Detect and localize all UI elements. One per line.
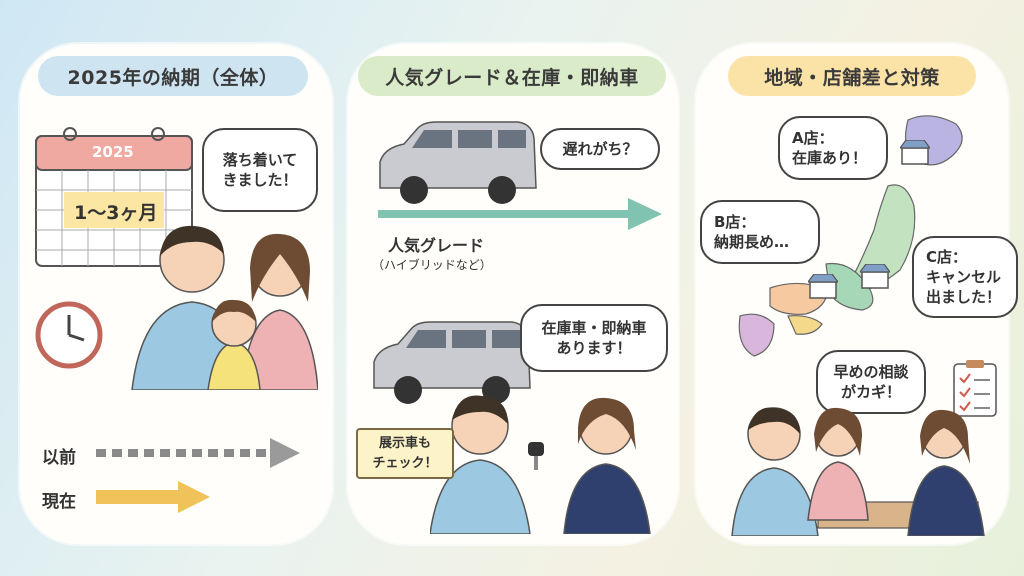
calendar-range: 1〜3ヶ月 <box>74 202 158 224</box>
shop-c-line-2: キャンセル <box>926 267 1002 286</box>
checklist-icon <box>953 360 997 417</box>
advice-line-2: がカギ！ <box>840 383 901 401</box>
shop-icon-3 <box>860 264 890 289</box>
grade-note: （ハイブリッドなど） <box>372 258 492 272</box>
speech-bubble-stock: 在庫車・即納車 あります！ <box>520 304 668 372</box>
shop-a-line-1: A店： <box>792 128 834 147</box>
speech-bubble-shop-a: A店： 在庫あり！ <box>778 116 888 180</box>
arrow-grade <box>378 198 662 230</box>
sign-line-2: チェック！ <box>372 455 438 471</box>
shop-b-line-1: B店： <box>714 212 756 231</box>
calendar-icon <box>35 127 193 267</box>
arrow-now <box>96 481 210 513</box>
speech-bubble-advice: 早めの相談 がカギ！ <box>816 350 926 414</box>
speech-bubble-shop-c: C店： キャンセル 出ました！ <box>912 236 1018 318</box>
bubble-line-2: きました！ <box>222 171 298 189</box>
map-of-japan-icon <box>738 115 963 357</box>
minivan-icon-2 <box>373 321 531 404</box>
label-before: 以前 <box>42 448 76 468</box>
consultation-illustration <box>731 407 985 536</box>
calendar-year: 2025 <box>92 143 134 161</box>
sign-line-1: 展示車も <box>378 436 431 451</box>
shop-c-line-1: C店： <box>926 247 968 266</box>
bubble-line-1: 落ち着いて <box>222 150 298 169</box>
advice-line-1: 早めの相談 <box>833 362 909 381</box>
shop-c-line-3: 出ました！ <box>926 288 1002 307</box>
bubble-stock-line-1: 在庫車・即納車 <box>541 318 647 337</box>
panel1-title: 2025年の納期（全体） <box>38 56 308 96</box>
clock-icon <box>35 301 103 369</box>
arrow-before <box>96 438 300 468</box>
minivan-icon <box>379 121 537 204</box>
shop-icon-2 <box>808 274 838 299</box>
grade-label: 人気グレード <box>388 236 485 255</box>
speech-bubble-settled: 落ち着いて きました！ <box>202 128 318 212</box>
label-now: 現在 <box>42 492 76 512</box>
bubble-stock-line-2: あります！ <box>556 339 632 357</box>
car-key-icon <box>528 442 544 470</box>
speech-bubble-shop-b: B店： 納期長め… <box>700 200 820 264</box>
shop-b-line-2: 納期長め… <box>714 233 790 251</box>
panel2-title: 人気グレード＆在庫・即納車 <box>358 56 666 96</box>
sign-showroom-car: 展示車も チェック！ <box>356 428 454 479</box>
salesperson-and-customer <box>430 395 651 534</box>
family-illustration <box>131 225 318 390</box>
shop-icon <box>900 140 930 165</box>
panel3-title: 地域・店舗差と対策 <box>728 56 976 96</box>
shop-a-line-2: 在庫あり！ <box>792 149 868 167</box>
speech-bubble-delay: 遅れがち？ <box>540 128 660 170</box>
